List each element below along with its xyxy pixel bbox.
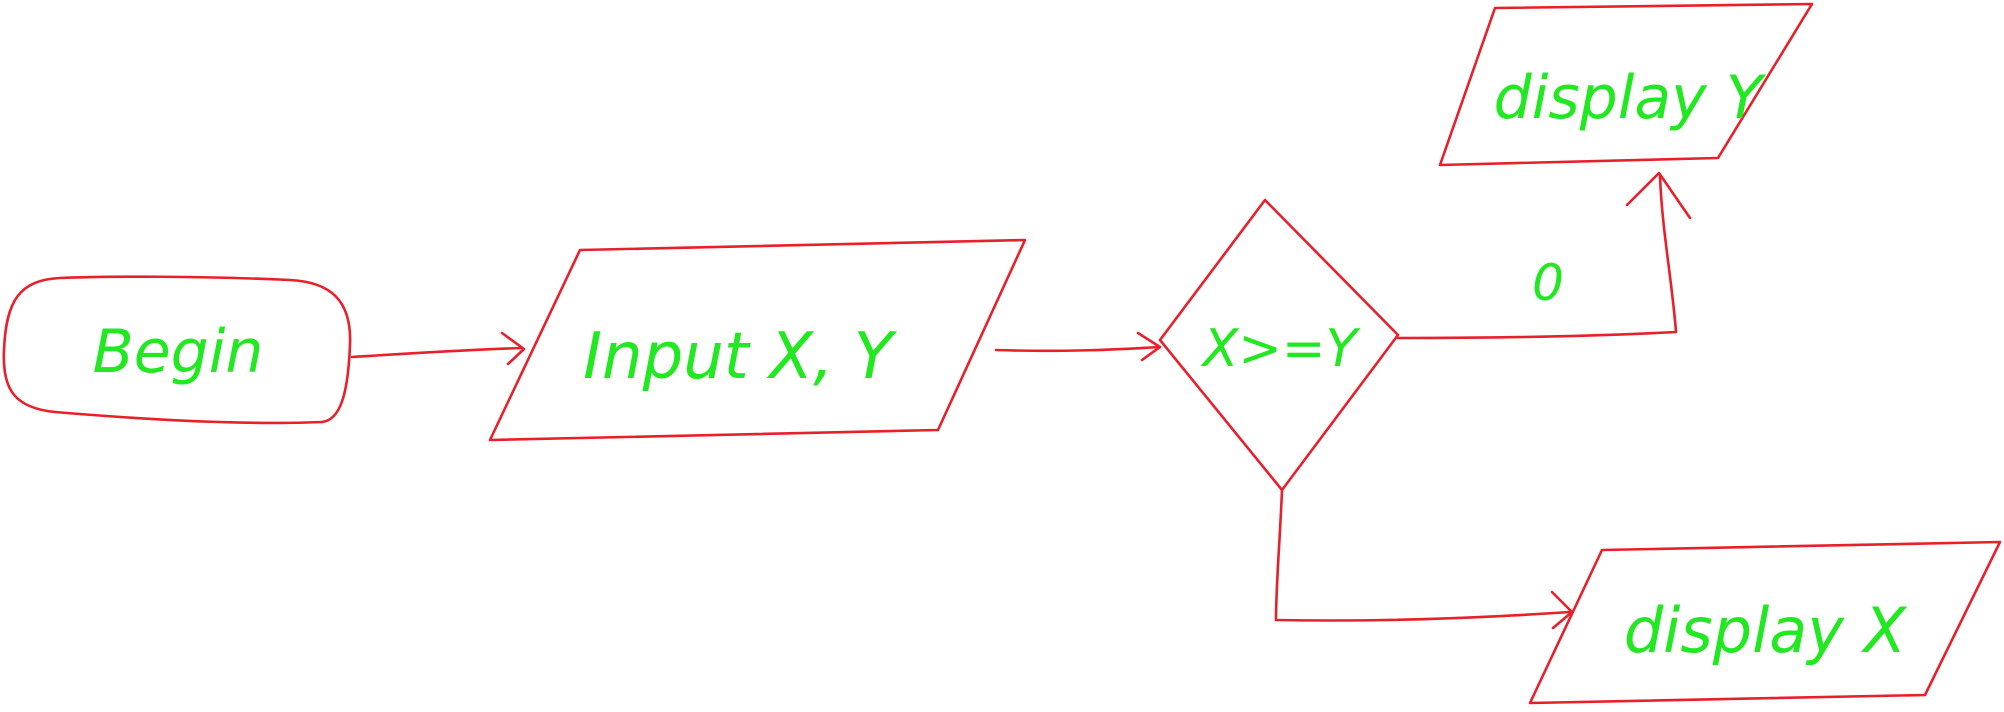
edge-input-to-decision: [994, 331, 1162, 362]
decision-label: X>=Y: [1200, 319, 1362, 379]
input-label: Input X, Y: [583, 320, 898, 394]
edge-decision-to-display-x: [1274, 488, 1574, 630]
edge-decision-to-display-y: [1396, 171, 1692, 340]
input-node-shape: [488, 238, 1027, 442]
begin-label: Begin: [93, 317, 264, 387]
begin-node-shape: [2, 275, 352, 425]
display-y-label: display Y: [1494, 63, 1767, 133]
display-x-label: display X: [1624, 594, 1908, 667]
display-y-node-shape: [1438, 2, 1814, 167]
display-x-node-shape: [1528, 540, 2002, 705]
edge-begin-to-input: [350, 331, 526, 366]
edge-label-0: 0: [1532, 254, 1564, 312]
